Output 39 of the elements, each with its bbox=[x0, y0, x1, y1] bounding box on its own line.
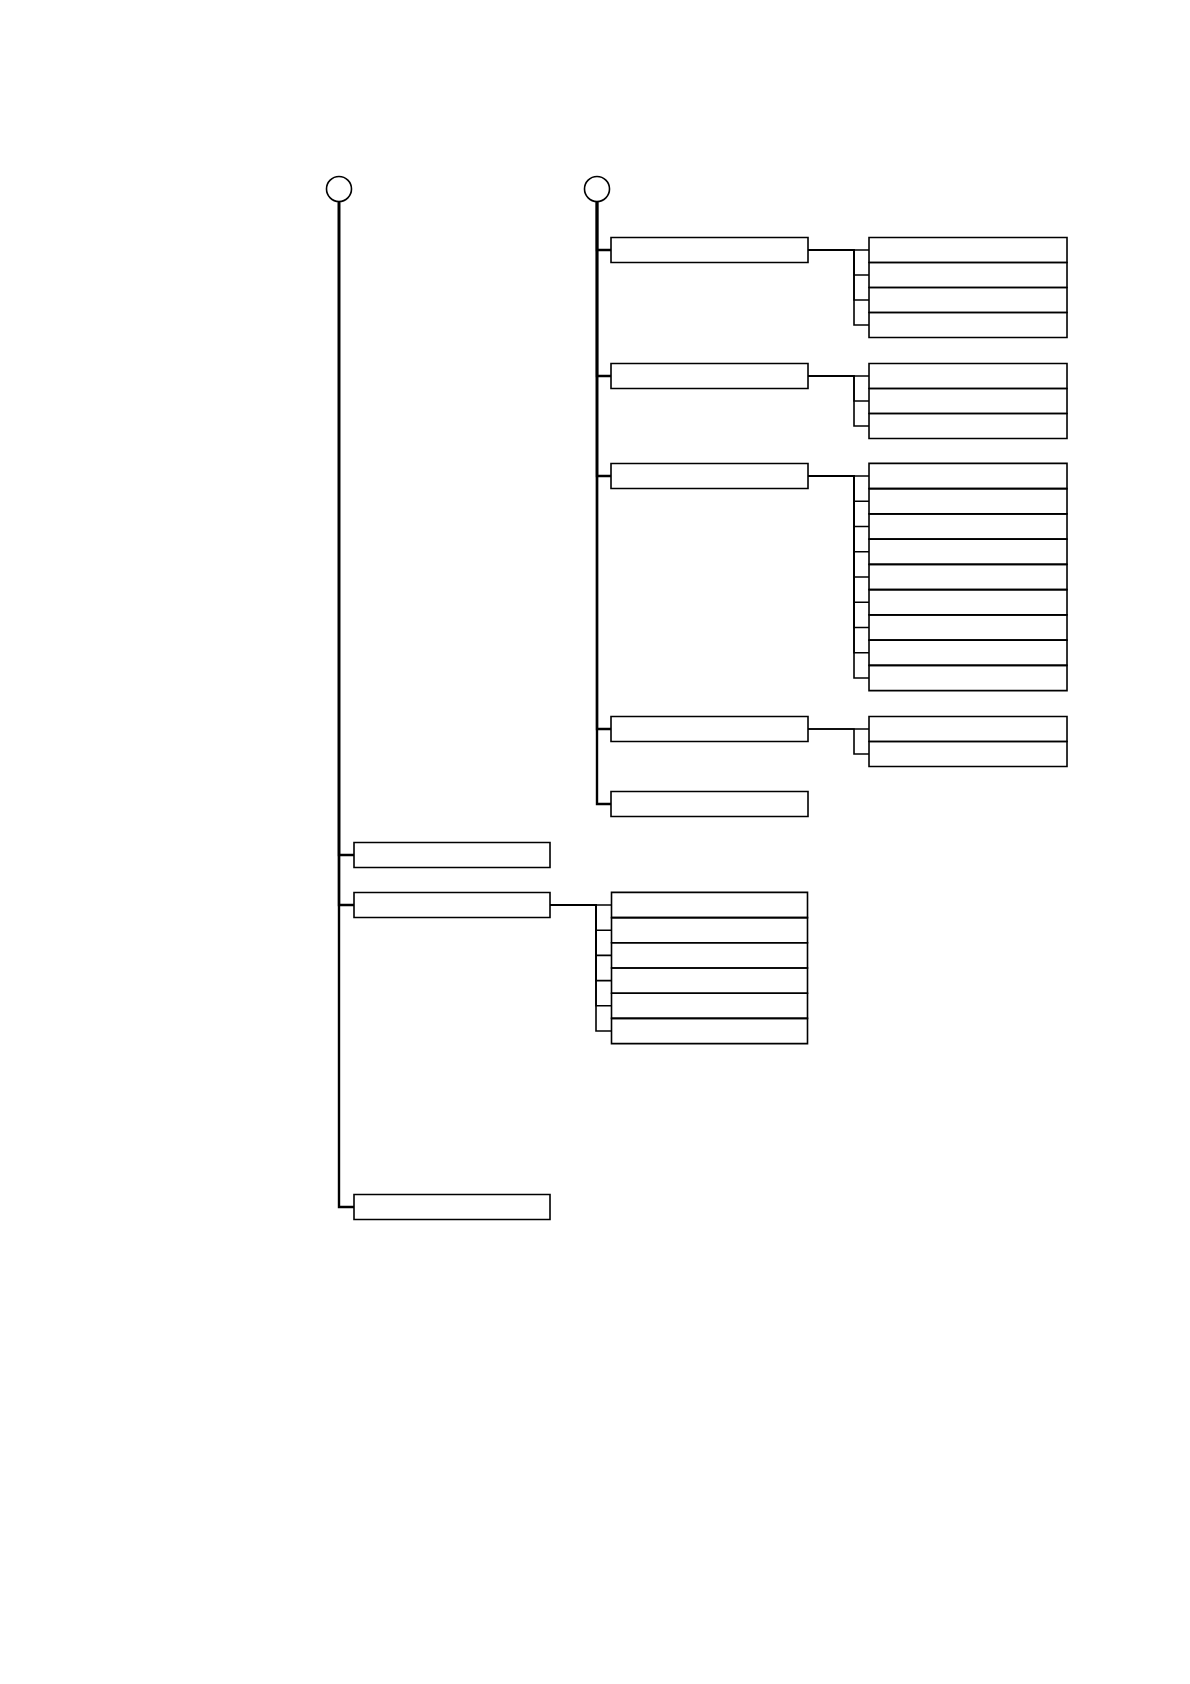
empty-box bbox=[610, 942, 809, 969]
circle bbox=[325, 175, 353, 203]
empty-box bbox=[868, 236, 1068, 264]
empty-box bbox=[610, 891, 809, 919]
empty-box bbox=[868, 639, 1068, 667]
empty-box bbox=[353, 1193, 551, 1221]
empty-box bbox=[610, 790, 809, 818]
empty-box bbox=[868, 261, 1068, 289]
connector-line bbox=[807, 728, 870, 755]
empty-box bbox=[610, 916, 809, 944]
empty-box bbox=[868, 740, 1068, 768]
empty-box bbox=[868, 487, 1068, 515]
empty-box bbox=[868, 462, 1068, 490]
empty-box bbox=[353, 841, 551, 869]
empty-box bbox=[868, 412, 1068, 440]
connector-line bbox=[807, 249, 870, 326]
empty-box bbox=[868, 538, 1068, 566]
empty-box bbox=[610, 236, 809, 264]
empty-box bbox=[868, 362, 1068, 390]
empty-box bbox=[868, 513, 1068, 540]
empty-box bbox=[868, 715, 1068, 743]
empty-box bbox=[868, 664, 1068, 692]
empty-box bbox=[610, 1017, 809, 1045]
empty-box bbox=[868, 286, 1068, 314]
empty-box bbox=[868, 563, 1068, 591]
empty-box bbox=[610, 992, 809, 1020]
empty-box bbox=[868, 311, 1068, 339]
empty-box bbox=[610, 715, 809, 743]
empty-box bbox=[610, 362, 809, 390]
empty-box bbox=[868, 588, 1068, 616]
empty-box bbox=[353, 891, 551, 919]
circle bbox=[583, 175, 611, 203]
empty-box bbox=[868, 387, 1068, 415]
empty-box bbox=[610, 967, 809, 994]
empty-box bbox=[868, 614, 1068, 641]
connector-line bbox=[807, 375, 870, 427]
connector-line bbox=[549, 904, 613, 1032]
empty-box bbox=[610, 462, 809, 490]
connector-line bbox=[337, 201, 354, 1209]
